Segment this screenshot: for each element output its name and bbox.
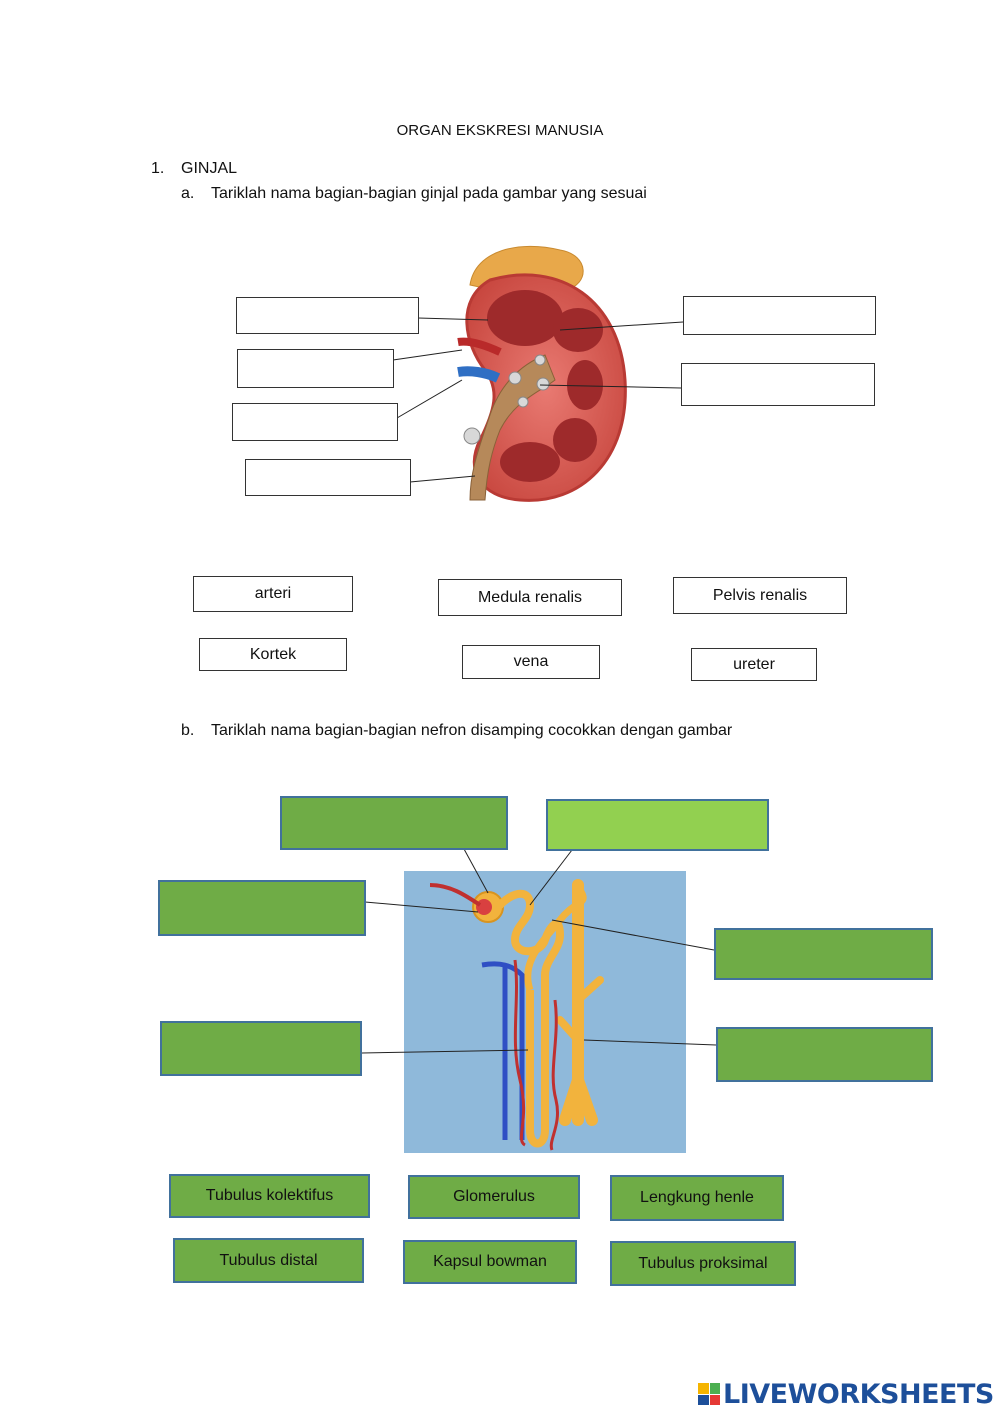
word-card-glomerulus[interactable]: Glomerulus bbox=[408, 1175, 580, 1219]
kidney-drop-zone-4[interactable] bbox=[245, 459, 411, 496]
section-heading: GINJAL bbox=[181, 160, 238, 177]
kidney-drop-zone-1[interactable] bbox=[236, 297, 419, 334]
kidney-drop-zone-2[interactable] bbox=[237, 349, 394, 388]
part-b-letter: b. bbox=[181, 722, 195, 739]
kidney-drop-zone-3[interactable] bbox=[232, 403, 398, 441]
part-b-instruction: Tariklah nama bagian-bagian nefron disam… bbox=[211, 722, 733, 739]
word-card-medula-renalis[interactable]: Medula renalis bbox=[438, 579, 622, 616]
part-a-instruction: Tariklah nama bagian-bagian ginjal pada … bbox=[211, 185, 647, 202]
word-card-tubulus-proksimal[interactable]: Tubulus proksimal bbox=[610, 1241, 796, 1286]
word-card-pelvis-renalis[interactable]: Pelvis renalis bbox=[673, 577, 847, 614]
part-a-letter: a. bbox=[181, 185, 195, 202]
word-card-tubulus-kolektifus[interactable]: Tubulus kolektifus bbox=[169, 1174, 370, 1218]
liveworksheets-logo: LIVEWORKSHEETS bbox=[698, 1378, 994, 1410]
liveworksheets-logo-icon bbox=[698, 1383, 720, 1405]
kidney-drop-zone-6[interactable] bbox=[681, 363, 875, 406]
section-number: 1. bbox=[151, 160, 165, 177]
word-card-ureter[interactable]: ureter bbox=[691, 648, 817, 681]
nephron-drop-zone-4[interactable] bbox=[714, 928, 933, 980]
nephron-drop-zone-6[interactable] bbox=[716, 1027, 933, 1082]
brand-text: LIVEWORKSHEETS bbox=[723, 1378, 994, 1410]
word-card-lengkung-henle[interactable]: Lengkung henle bbox=[610, 1175, 784, 1221]
word-card-kapsul-bowman[interactable]: Kapsul bowman bbox=[403, 1240, 577, 1284]
page-title: ORGAN EKSKRESI MANUSIA bbox=[396, 122, 604, 139]
nephron-drop-zone-3[interactable] bbox=[158, 880, 366, 936]
word-card-kortek[interactable]: Kortek bbox=[199, 638, 347, 671]
word-card-arteri[interactable]: arteri bbox=[193, 576, 353, 612]
word-card-vena[interactable]: vena bbox=[462, 645, 600, 679]
kidney-drop-zone-5[interactable] bbox=[683, 296, 876, 335]
nephron-drop-zone-2[interactable] bbox=[546, 799, 769, 851]
nephron-drop-zone-5[interactable] bbox=[160, 1021, 362, 1076]
nephron-drop-zone-1[interactable] bbox=[280, 796, 508, 850]
word-card-tubulus-distal[interactable]: Tubulus distal bbox=[173, 1238, 364, 1283]
